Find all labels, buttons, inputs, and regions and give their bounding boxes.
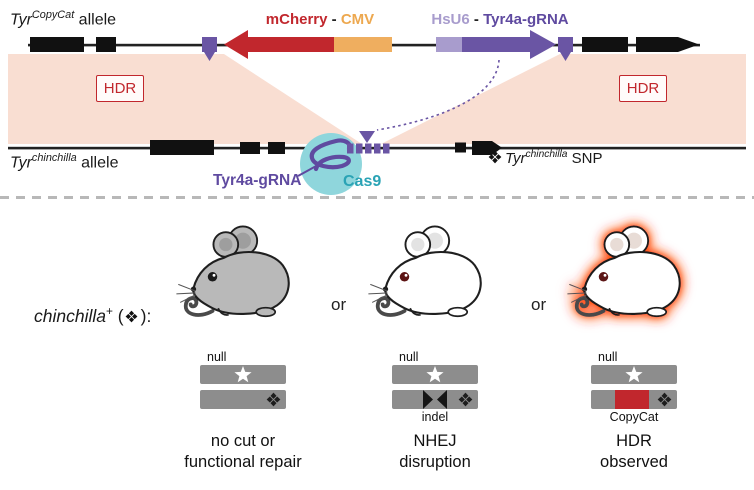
chinchilla-allele-bar: [200, 390, 286, 409]
exon-block: [268, 142, 285, 154]
hdr-text: HDR: [103, 80, 137, 97]
grna-label-text: Tyr4a-gRNA: [213, 172, 302, 189]
genotype-superscript: +: [105, 304, 113, 318]
exon-block: [150, 140, 214, 155]
caption-line-2: observed: [600, 452, 668, 471]
caption-line-2: disruption: [399, 452, 471, 471]
hdr-badge-right: HDR: [619, 75, 667, 102]
junction-right: [558, 37, 573, 61]
hsu6-text: HsU6: [431, 11, 470, 28]
allele-superscript: CopyCat: [31, 9, 75, 21]
outcome-caption: HDR observed: [559, 431, 709, 472]
outcome-hdr: null CopyCat HDR observed: [588, 350, 680, 487]
insertion-triangle: [359, 131, 375, 143]
diamond-cluster-icon: [125, 310, 138, 323]
caption-line-1: no cut or: [210, 432, 276, 450]
separator-dash: -: [327, 11, 341, 28]
hsu6-grna-label: HsU6 - Tyr4a-gRNA: [405, 11, 595, 28]
homology-region-right: [381, 54, 746, 144]
chinchilla-allele-label: Tyrchinchilla allele: [10, 152, 118, 172]
hdr-badge-left: HDR: [96, 75, 144, 102]
mcherry-text: mCherry: [265, 11, 328, 28]
indel-notch-icon: [423, 390, 447, 409]
grna-arrow: [462, 30, 556, 59]
copycat-label: CopyCat: [609, 410, 659, 424]
paren-open: (: [112, 305, 124, 326]
section-divider: [0, 196, 754, 199]
genotype-label: chinchilla+ ():: [34, 304, 151, 327]
cas9-label: Cas9: [343, 173, 381, 191]
mcherry-cmv-label: mCherry - CMV: [225, 11, 415, 28]
junction-left: [202, 37, 217, 61]
homology-region-left: [8, 54, 362, 144]
allele-superscript: chinchilla: [525, 149, 568, 160]
allele-superscript: chinchilla: [31, 152, 77, 164]
cmv-text: CMV: [340, 11, 375, 28]
cas9-label-text: Cas9: [343, 173, 382, 190]
gene-name: Tyr: [10, 154, 32, 172]
caption-line-2: functional repair: [184, 452, 302, 471]
null-allele-bar: [392, 365, 478, 384]
outcome-caption: no cut or functional repair: [168, 431, 318, 472]
or-separator-2: or: [531, 295, 546, 315]
gene-name: chinchilla: [34, 305, 106, 326]
star-icon: [625, 365, 643, 382]
snp-suffix: SNP: [567, 150, 603, 167]
null-allele-bar: [200, 365, 286, 384]
mouse-white: [366, 224, 483, 319]
separator-dash: -: [469, 11, 484, 28]
copycat-allele-label: TyrCopyCat allele: [10, 9, 116, 29]
null-allele-bar: [591, 365, 677, 384]
paren-close: ):: [140, 305, 152, 326]
diamond-cluster-icon: [657, 392, 672, 407]
cas9-complex: [297, 133, 362, 195]
or-separator-1: or: [331, 295, 346, 315]
grna-targeting-dotted-line: [376, 59, 500, 131]
snp-label: Tyrchinchilla SNP: [487, 149, 602, 167]
chinchilla-allele-bar-copycat: [591, 390, 677, 409]
grna-squiggle: [309, 138, 352, 172]
outcome-nhej: null indel NHEJ disruption: [389, 350, 481, 487]
allele-suffix: allele: [76, 154, 119, 172]
hdr-text: HDR: [626, 80, 660, 97]
hsu6-box: [436, 37, 462, 52]
caption-line-1: HDR: [616, 432, 652, 450]
null-label: null: [598, 350, 618, 364]
mice-outcomes-row: [174, 224, 682, 319]
exon-block: [455, 142, 466, 153]
exon-block: [582, 37, 628, 52]
indel-label: indel: [421, 410, 449, 424]
grna-label: Tyr4a-gRNA: [213, 172, 301, 190]
diamond-cluster-icon: [266, 392, 281, 407]
allele-suffix: allele: [74, 11, 117, 29]
cmv-box: [334, 37, 392, 52]
mouse-white-glowing: [565, 224, 682, 319]
diamond-cluster-icon: [488, 150, 502, 164]
hdr-mechanism-diagram: [8, 30, 746, 195]
caption-line-1: NHEJ: [413, 432, 457, 450]
mouse-gray: [174, 224, 291, 319]
star-icon: [426, 365, 444, 382]
or-text: or: [331, 295, 347, 314]
exon-block: [240, 142, 260, 154]
null-label: null: [399, 350, 419, 364]
target-site-marks: [347, 131, 390, 154]
grna-cassette-text: Tyr4a-gRNA: [483, 11, 569, 28]
or-text: or: [531, 295, 547, 314]
exon-arrow-block: [636, 37, 699, 52]
star-icon: [234, 365, 252, 382]
exon-block: [30, 37, 84, 52]
mcherry-arrow: [224, 30, 334, 59]
exon-block: [96, 37, 116, 52]
copycat-insert-block: [615, 390, 649, 409]
null-label: null: [207, 350, 227, 364]
gene-name: Tyr: [10, 11, 32, 29]
chinchilla-allele-bar-indel: [392, 390, 478, 409]
diamond-cluster-icon: [458, 392, 473, 407]
gene-name: Tyr: [505, 150, 526, 167]
outcome-caption: NHEJ disruption: [360, 431, 510, 472]
outcome-no-cut: null no cut or functional repair: [184, 350, 301, 487]
